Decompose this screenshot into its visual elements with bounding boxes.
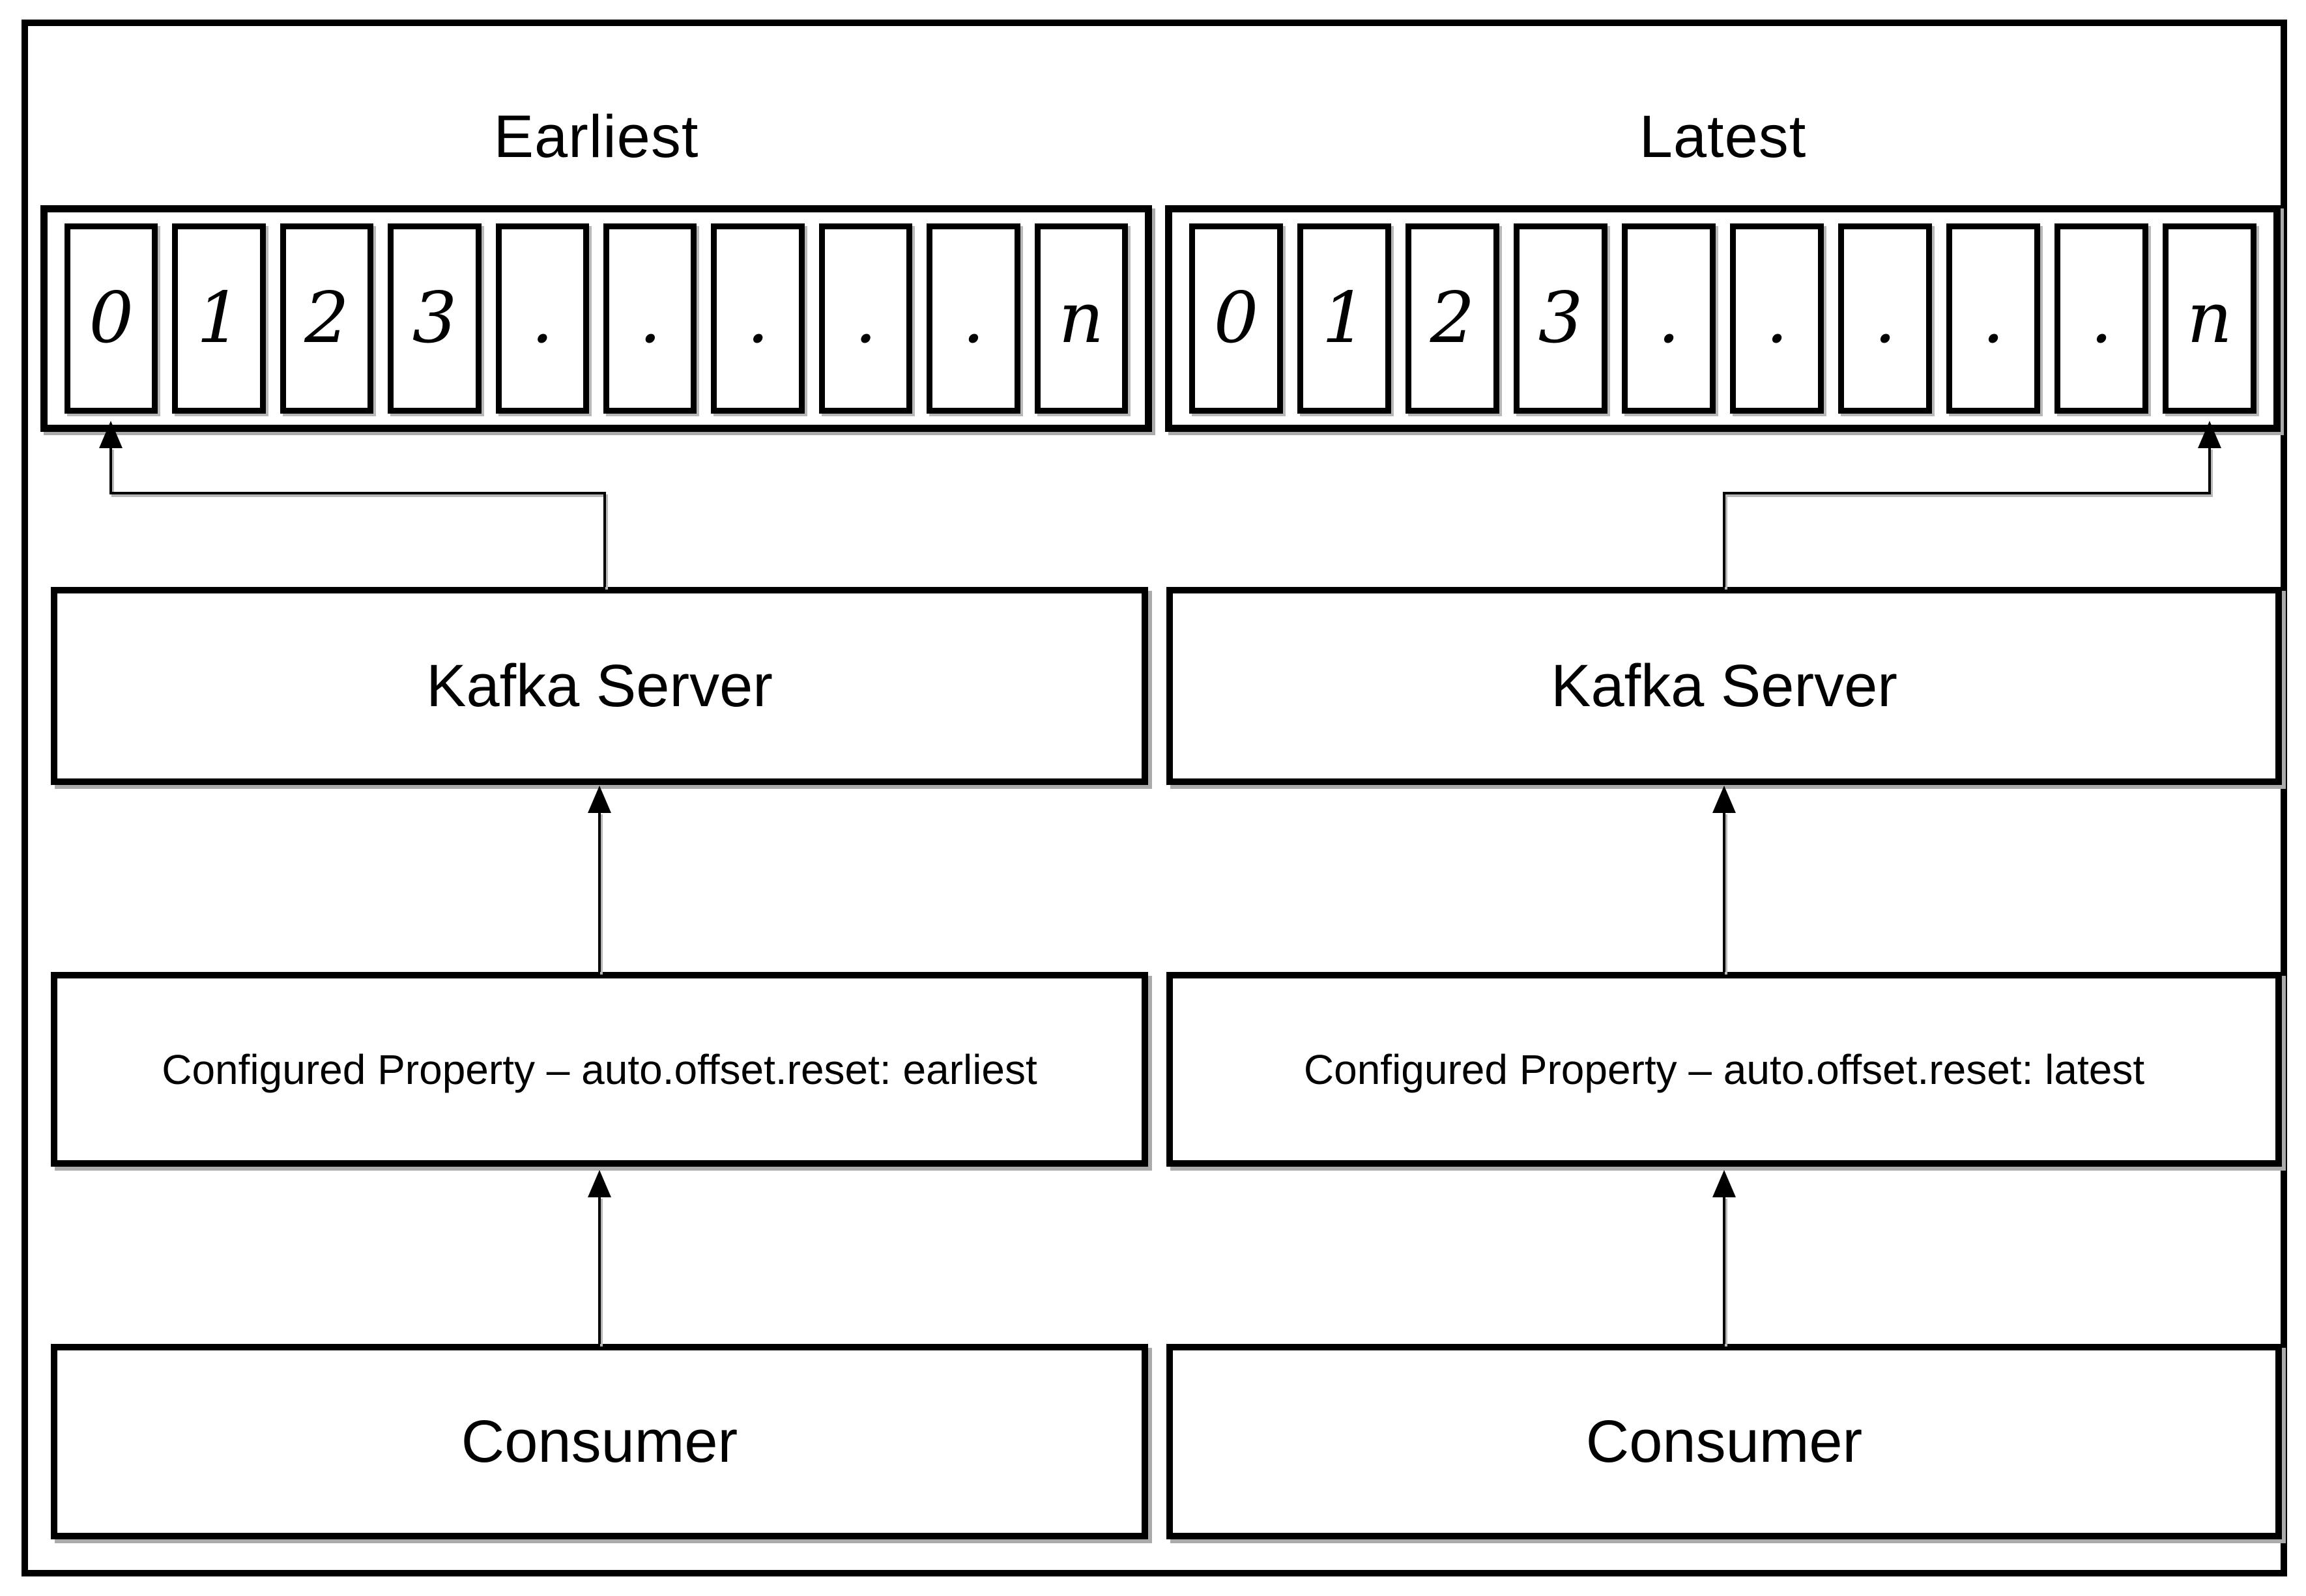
offset-cell-dot: . [1622, 223, 1716, 414]
offset-cell-dot: . [711, 223, 805, 414]
offset-cell-3: 3 [1514, 223, 1607, 414]
offset-cell-dot: . [2054, 223, 2148, 414]
arrow-kafka-to-offset0-stub [109, 447, 112, 494]
consumer-box-latest: Consumer [1166, 1344, 2282, 1539]
offset-cell-dot: . [495, 223, 590, 414]
offset-cell-0: 0 [65, 223, 158, 414]
offset-cell-dot: . [1946, 223, 2040, 414]
arrowhead-consumer-to-config [588, 1170, 611, 1197]
arrowhead-consumer-to-config [1712, 1170, 1736, 1197]
earliest-title: Earliest [493, 103, 699, 170]
kafka-server-box-earliest: Kafka Server [51, 587, 1148, 785]
offset-cell-dot: . [1730, 223, 1824, 414]
configured-property-box-earliest: Configured Property – auto.offset.reset:… [51, 972, 1148, 1167]
kafka-server-label: Kafka Server [426, 652, 773, 719]
latest-title: Latest [1639, 103, 1807, 170]
kafka-server-label: Kafka Server [1551, 652, 1897, 719]
configured-property-label: Configured Property – auto.offset.reset:… [162, 1046, 1037, 1093]
offset-cell-3: 3 [388, 223, 482, 414]
offset-cell-dot: . [818, 223, 913, 414]
configured-property-box-latest: Configured Property – auto.offset.reset:… [1166, 972, 2282, 1167]
offset-cell-dot: . [1838, 223, 1932, 414]
offset-cell-2: 2 [280, 223, 374, 414]
offset-cell-2: 2 [1405, 223, 1499, 414]
arrowhead-to-offset-0 [99, 421, 123, 448]
offset-cell-1: 1 [1297, 223, 1391, 414]
arrow-kafka-to-offsetn-horizontal [1723, 492, 2211, 494]
partition-latest: 0 1 2 3 . . . . . n [1165, 205, 2281, 432]
arrow-config-to-kafka-right [1723, 812, 1725, 972]
offset-cell-0: 0 [1189, 223, 1283, 414]
arrow-consumer-to-config-left [598, 1196, 601, 1344]
offset-cell-1: 1 [172, 223, 266, 414]
arrow-kafka-to-offsetn-vertical [1723, 492, 1725, 587]
partition-earliest: 0 1 2 3 . . . . . n [40, 205, 1152, 432]
offset-cell-dot: . [603, 223, 697, 414]
arrow-consumer-to-config-right [1723, 1196, 1725, 1344]
arrow-kafka-to-offsetn-stub [2208, 447, 2211, 494]
offset-cell-n: n [1034, 223, 1129, 414]
arrowhead-to-offset-n [2198, 421, 2221, 448]
arrowhead-config-to-kafka [1712, 786, 1736, 813]
arrowhead-config-to-kafka [588, 786, 611, 813]
arrow-kafka-to-offset0-horizontal [109, 492, 606, 494]
consumer-label: Consumer [461, 1408, 738, 1475]
consumer-box-earliest: Consumer [51, 1344, 1148, 1539]
arrow-kafka-to-offset0-vertical [603, 492, 606, 587]
kafka-server-box-latest: Kafka Server [1166, 587, 2282, 785]
consumer-label: Consumer [1585, 1408, 1863, 1475]
offset-cell-dot: . [927, 223, 1020, 414]
configured-property-label: Configured Property – auto.offset.reset:… [1303, 1046, 2145, 1093]
arrow-config-to-kafka-left [598, 812, 601, 972]
offset-cell-n: n [2163, 223, 2256, 414]
